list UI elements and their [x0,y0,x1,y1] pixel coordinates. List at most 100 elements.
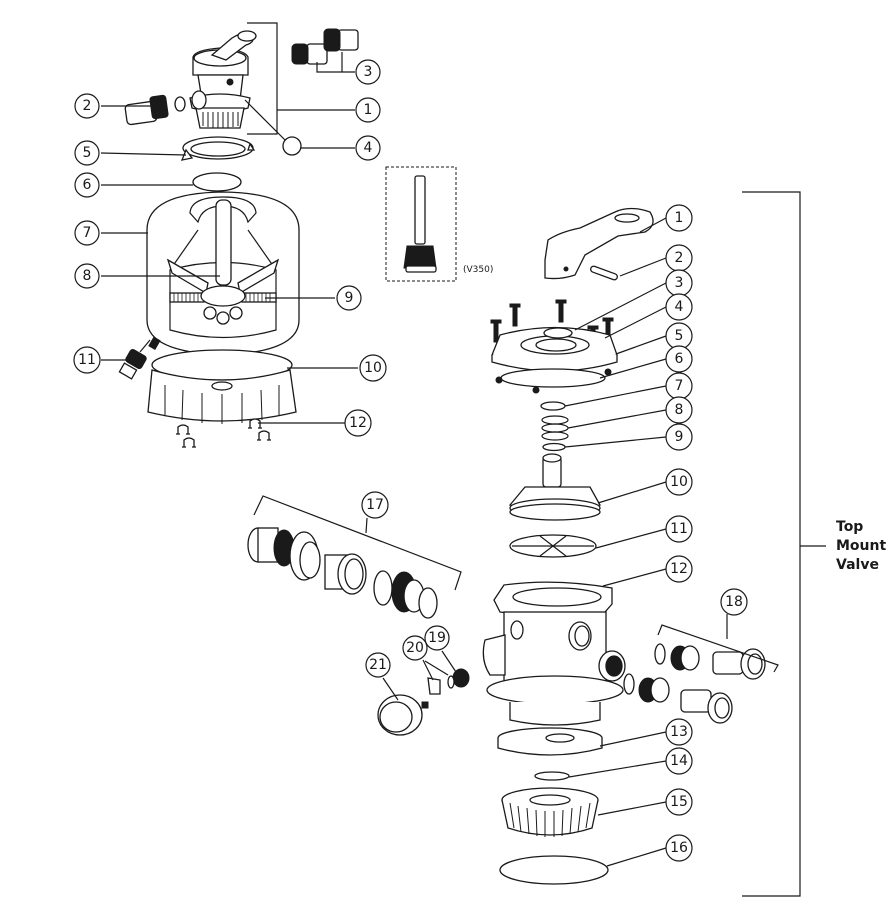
valve-callout-11: 11 [665,515,693,543]
valve-callout-4: 4 [665,293,693,321]
svg-text:20: 20 [406,640,424,656]
drain-cap-part [282,136,302,156]
svg-text:10: 10 [670,474,688,490]
valve-callout-13: 13 [665,718,693,746]
valve-callout-14: 14 [665,747,693,775]
o-ring-part [192,172,242,192]
callout-10: 10 [359,354,387,382]
callout-5: 5 [74,140,100,166]
callout-1: 1 [355,97,381,123]
callout-17: 17 [361,491,389,519]
callout-8: 8 [74,263,100,289]
svg-text:6: 6 [675,351,684,367]
sight-glass-part [377,694,429,736]
multiport-valve-part [189,30,257,129]
callout-9: 9 [336,285,362,311]
bracket-valve-group [247,22,278,135]
svg-text:6: 6 [83,177,92,193]
title-line-3: Valve [836,557,879,573]
handle-part [544,207,654,280]
callout-19: 19 [424,625,450,651]
valve-callout-2: 2 [665,244,693,272]
valve-callout-6: 6 [665,345,693,373]
valve-callout-9: 9 [665,423,693,451]
clamp-part [180,136,256,161]
port-fittings-part [623,643,766,724]
pin-part [590,265,618,281]
svg-text:5: 5 [675,328,684,344]
svg-text:9: 9 [675,429,684,445]
valve-callout-1: 1 [665,204,693,232]
svg-text:21: 21 [369,657,387,673]
svg-text:3: 3 [675,275,684,291]
svg-text:12: 12 [670,561,688,577]
svg-text:9: 9 [345,290,354,306]
svg-text:14: 14 [670,753,688,769]
tank-base-part [147,349,297,424]
svg-text:17: 17 [366,497,384,513]
bottom-plate-part [497,727,603,756]
valve-callout-18: 18 [720,588,748,616]
svg-text:4: 4 [364,140,373,156]
valve-assembly: 1 2 3 4 5 6 7 8 9 10 11 12 13 14 15 16 1… [482,191,826,897]
svg-text:5: 5 [83,145,92,161]
svg-text:18: 18 [725,594,743,610]
bracket-17 [253,495,462,591]
bracket-top-mount-valve [742,191,801,897]
svg-text:13: 13 [670,724,688,740]
svg-text:11: 11 [78,352,96,368]
svg-text:15: 15 [670,794,688,810]
cover-gasket-part [500,368,606,388]
valve-callout-7: 7 [665,372,693,400]
valve-cover-part [491,326,618,372]
standpipe-part [215,199,232,286]
top-mount-valve-label: Top Mount Valve [836,518,886,575]
svg-text:4: 4 [675,299,684,315]
rotor-part [508,453,601,521]
loose-parts: 17 19 20 21 [247,491,470,736]
union-fittings-pair-part [291,28,359,65]
svg-text:16: 16 [670,840,688,856]
union-assembly-part [247,527,438,619]
callout-6: 6 [74,172,100,198]
spring-part [541,415,569,441]
large-o-ring-part [499,855,609,885]
svg-text:10: 10 [364,360,382,376]
standpipe-v350-part [414,175,426,245]
clips-part [176,418,271,448]
title-line-2: Mount [836,538,887,554]
svg-text:7: 7 [675,378,684,394]
valve-callout-8: 8 [665,396,693,424]
bottom-o-ring-part [534,771,570,781]
svg-text:19: 19 [428,630,446,646]
callout-20: 20 [402,635,428,661]
union-fitting-part [124,94,186,126]
svg-text:2: 2 [675,250,684,266]
basket-part [501,787,599,837]
callout-12: 12 [344,409,372,437]
inset-frame [385,166,457,282]
svg-text:7: 7 [83,225,92,241]
filter-assembly: 1 2 3 4 5 6 7 8 9 10 11 12 [73,22,387,448]
svg-text:1: 1 [364,102,373,118]
valve-callout-5: 5 [665,322,693,350]
washer-part [540,401,566,411]
v350-inset: (V350) [385,166,493,282]
lateral-hub-part [166,258,280,325]
v350-label: (V350) [463,265,493,275]
callout-3: 3 [355,59,381,85]
callout-21: 21 [365,652,391,678]
valve-callout-16: 16 [665,834,693,862]
svg-text:11: 11 [670,521,688,537]
svg-text:8: 8 [83,268,92,284]
drain-assembly-part [118,336,161,380]
shaft-o-ring-part [542,442,566,452]
valve-body-part [482,581,626,726]
svg-text:3: 3 [364,64,373,80]
title-line-1: Top [836,519,864,535]
svg-text:8: 8 [675,402,684,418]
valve-callout-3: 3 [665,269,693,297]
valve-callout-15: 15 [665,788,693,816]
callout-4: 4 [355,135,381,161]
